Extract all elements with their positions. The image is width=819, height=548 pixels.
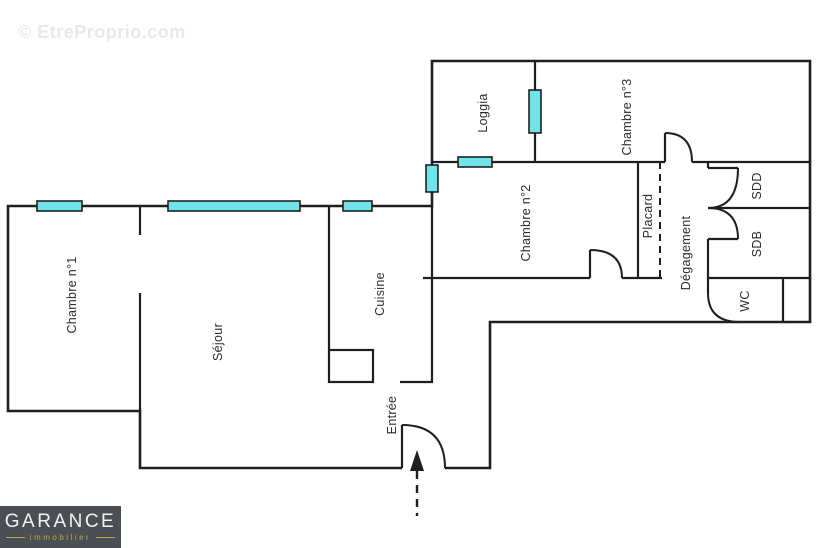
window-cuisine (342, 200, 373, 212)
window-sejour (167, 200, 301, 212)
outer-wall (6, 59, 812, 470)
room-label-chambre3: Chambre n°3 (620, 78, 634, 156)
room-label-entree: Entrée (385, 395, 399, 435)
window-chambre1 (36, 200, 83, 212)
door-arc-chambre3 (664, 132, 693, 163)
room-label-sdb: SDB (750, 230, 764, 258)
door-arc-entree (401, 424, 446, 469)
agency-logo-tagline: immobilier (29, 533, 92, 542)
agency-logo: GARANCE immobilier (0, 506, 121, 548)
room-label-cuisine: Cuisine (373, 272, 387, 316)
walls (6, 59, 812, 470)
door-arc-sdb (707, 207, 739, 240)
interior-walls (138, 61, 810, 468)
room-label-wc: WC (738, 290, 752, 312)
logo-left-line (5, 537, 25, 538)
door-arc-sdd (707, 167, 739, 209)
agency-logo-name: GARANCE (4, 511, 117, 532)
room-label-chambre1: Chambre n°1 (65, 256, 79, 334)
room-label-sdd: SDD (750, 172, 764, 200)
window-chambre3-divider (528, 89, 542, 134)
windows (36, 89, 542, 212)
room-label-loggia: Loggia (476, 93, 490, 133)
door-arc-chambre2 (589, 249, 623, 279)
door-arcs (401, 132, 741, 469)
logo-right-line (96, 537, 116, 538)
room-label-chambre2: Chambre n°2 (519, 184, 533, 262)
entrance-arrow-icon (410, 450, 424, 516)
kitchen-counter (327, 348, 375, 384)
watermark-text: © EtreProprio.com (18, 22, 186, 42)
agency-logo-tagline-row: immobilier (5, 533, 116, 542)
room-label-placard: Placard (641, 193, 655, 239)
window-chambre2 (425, 164, 439, 193)
door-arc-wc (707, 292, 741, 323)
window-loggia (457, 156, 493, 168)
room-label-degagement: Dégagement (679, 215, 693, 291)
room-label-sejour: Séjour (211, 323, 225, 361)
